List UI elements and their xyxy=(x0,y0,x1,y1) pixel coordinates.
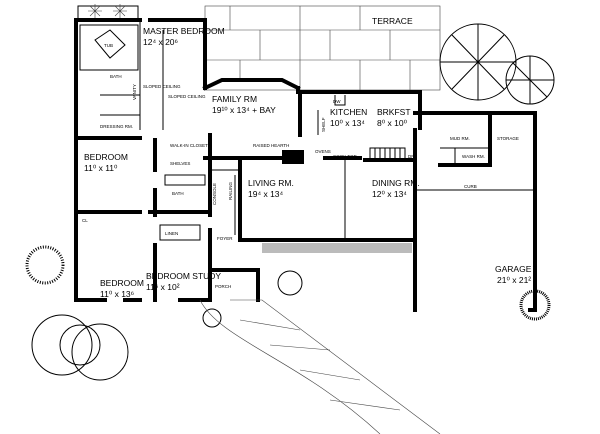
master-bedroom-size: 12⁴ x 20⁶ xyxy=(143,37,178,47)
terrace-label: TERRACE xyxy=(372,16,413,26)
vanity-label: VANITY xyxy=(132,84,137,100)
shelves-label: SHELVES xyxy=(170,161,190,166)
dw-label: DW xyxy=(333,99,341,104)
kitchen-size: 10⁰ x 13⁴ xyxy=(330,118,365,128)
walk-in-closet-label: WALK-IN CLOSET xyxy=(170,143,208,148)
brkfst-name: BRKFST xyxy=(377,107,411,117)
curb-label: CURB xyxy=(464,184,477,189)
walkway xyxy=(199,299,441,434)
interior-lines xyxy=(100,20,535,241)
garage-name: GARAGE xyxy=(495,264,532,274)
bedroom-study-size: 11⁶ x 10² xyxy=(146,282,180,292)
bath-hall-label: BATH xyxy=(172,191,184,196)
cook-top-label: COOK TOP xyxy=(333,154,357,159)
bath-master-label: BATH xyxy=(110,74,122,79)
living-rm-name: LIVING RM. xyxy=(248,178,294,188)
bedroom-1-size: 11⁰ x 11⁰ xyxy=(84,163,118,173)
dining-rm-size: 12⁰ x 13⁴ xyxy=(372,189,407,199)
family-rm-name: FAMILY RM xyxy=(212,94,257,104)
sloped-ceiling-label: SLOPED CEILING xyxy=(168,94,206,99)
living-rm-size: 19⁴ x 13⁴ xyxy=(248,189,284,199)
wash-rm-label: WASH RM. xyxy=(462,154,485,159)
bedroom-study-name: BEDROOM STUDY xyxy=(146,271,221,281)
planting-bed xyxy=(262,243,412,253)
tub-label: TUB xyxy=(104,43,113,48)
bedroom-2-name: BEDROOM xyxy=(100,278,144,288)
master-bedroom-name: MASTER BEDROOM xyxy=(143,26,225,36)
storage-label: STORAGE xyxy=(497,136,519,141)
dn-label: DN xyxy=(408,154,415,159)
dining-rm-name: DINING RM. xyxy=(372,178,420,188)
railing-label: RAILING xyxy=(228,181,233,200)
bedroom-1-name: BEDROOM xyxy=(84,152,128,162)
brkfst-size: 8⁰ x 10⁰ xyxy=(377,118,408,128)
tub-icon: TUB xyxy=(79,24,139,71)
shelf-label: SHELF xyxy=(321,117,326,132)
sloped-ceiling-label: SLOPED CEILING xyxy=(143,84,181,89)
kitchen-name: KITCHEN xyxy=(330,107,367,117)
raised-hearth-label: RAISED HEARTH xyxy=(253,143,289,148)
bedroom-2-size: 11⁰ x 13⁶ xyxy=(100,289,134,299)
family-rm-size: 19¹⁰ x 13⁴ + BAY xyxy=(212,105,276,115)
foyer-label: FOYER xyxy=(217,236,233,241)
porch-label: PORCH xyxy=(215,284,231,289)
planter xyxy=(77,5,139,21)
garage-size: 21⁰ x 21² xyxy=(497,275,531,285)
ovens-label: OVENS xyxy=(315,149,331,154)
console-label: CONSOLE xyxy=(212,183,217,205)
plant-icon xyxy=(88,4,127,18)
mud-rm-label: MUD RM. xyxy=(450,136,470,141)
linen-label: LINEN xyxy=(165,231,178,236)
walls xyxy=(74,18,537,312)
closet-label: CL xyxy=(82,218,88,223)
tree-icon xyxy=(25,23,555,381)
dressing-room-label: DRESSING RM. xyxy=(100,124,133,129)
